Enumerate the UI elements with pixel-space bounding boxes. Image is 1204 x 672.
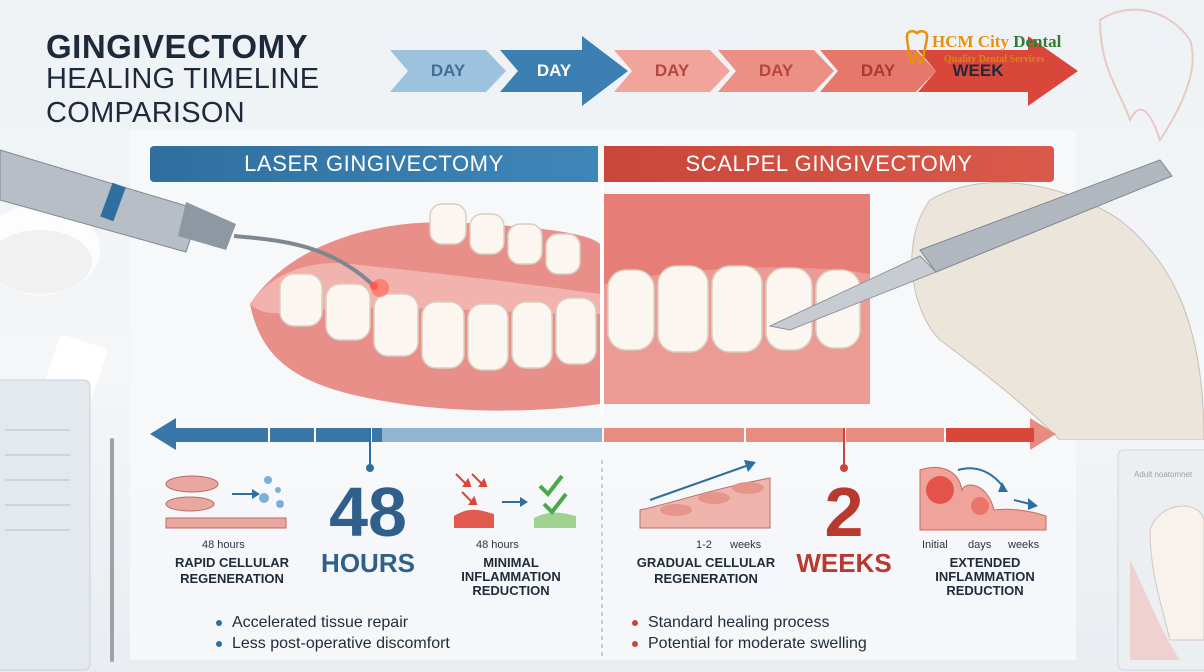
scalpel-timeline-arrow bbox=[604, 418, 1056, 472]
gradual-regeneration-icon bbox=[639, 460, 771, 529]
scalpel-right-label-3: REDUCTION bbox=[946, 583, 1024, 598]
extended-inflammation-icon bbox=[919, 467, 1047, 531]
logo-name-part2: Dental bbox=[1013, 32, 1062, 51]
laser-timeline-arrow bbox=[150, 418, 602, 472]
laser-bullet-1-text: Accelerated tissue repair bbox=[232, 614, 409, 631]
logo-tagline: Quality Dental Services bbox=[944, 54, 1045, 65]
logo-name: HCM City Dental bbox=[932, 32, 1061, 52]
chevron-shape bbox=[820, 50, 936, 92]
laser-bullet-2-text: Less post-operative discomfort bbox=[232, 635, 450, 652]
title-line-3: COMPARISON bbox=[46, 97, 246, 129]
scalpel-left-label-2: REGENERATION bbox=[654, 571, 758, 586]
timeline-chevron-5: DAY bbox=[820, 36, 936, 106]
laser-stat-number: 48 bbox=[329, 473, 407, 551]
laser-left-small: 48 hours bbox=[202, 539, 245, 551]
bullet-dot bbox=[216, 620, 222, 626]
chevron-arrow-shape bbox=[500, 36, 628, 106]
scalpel-heading: SCALPEL GINGIVECTOMY bbox=[685, 151, 973, 176]
scalpel-right-small-a: Initial bbox=[922, 539, 948, 551]
chevron-arrow-shape bbox=[918, 36, 1078, 106]
laser-handpiece-icon bbox=[0, 149, 378, 290]
scalpel-right-label-1: EXTENDED bbox=[949, 555, 1021, 570]
timeline-chevron-1: DAY bbox=[390, 36, 506, 106]
laser-right-label-2: INFLAMMATION bbox=[461, 569, 561, 584]
scalpel-stat-unit: WEEKS bbox=[796, 548, 892, 578]
teeth-illustration bbox=[250, 184, 870, 416]
laser-left-label-1: RAPID CELLULAR bbox=[174, 555, 290, 570]
timeline-label: DAY bbox=[654, 61, 690, 80]
laser-banner: LASER GINGIVECTOMY bbox=[150, 146, 598, 182]
inflammation-reduction-icon bbox=[454, 473, 576, 528]
timeline-chevron-2: DAY bbox=[500, 36, 628, 106]
timeline-label: DAY bbox=[758, 61, 794, 80]
timeline-label: DAY bbox=[860, 61, 896, 80]
timeline-chevron-4: DAY bbox=[718, 36, 834, 106]
bullet-dot bbox=[632, 620, 638, 626]
logo-name-part1: HCM City bbox=[932, 32, 1009, 51]
scalpel-left-small-a: 1-2 bbox=[696, 539, 712, 551]
laser-bullet-2: Less post-operative discomfort bbox=[216, 635, 450, 653]
laser-heading: LASER GINGIVECTOMY bbox=[244, 151, 504, 176]
chevron-shape bbox=[718, 50, 834, 92]
laser-bullet-1: Accelerated tissue repair bbox=[216, 614, 408, 632]
laser-left-label-2: REGENERATION bbox=[180, 571, 284, 586]
laser-right-label-3: REDUCTION bbox=[472, 583, 550, 598]
laser-right-label-1: MINIMAL bbox=[483, 555, 539, 570]
section-divider bbox=[601, 460, 603, 660]
timeline-chevron-3: DAY bbox=[614, 36, 730, 106]
scalpel-bullet-2: Potential for moderate swelling bbox=[632, 635, 867, 653]
scalpel-banner: SCALPEL GINGIVECTOMY bbox=[604, 146, 1054, 182]
scalpel-hand-icon bbox=[768, 159, 1204, 440]
cell-regeneration-icon bbox=[165, 475, 287, 529]
anatomy-chart-label: Adult noatomnet bbox=[1134, 470, 1193, 479]
scalpel-bullet-1: Standard healing process bbox=[632, 614, 829, 632]
scalpel-right-label-2: INFLAMMATION bbox=[935, 569, 1035, 584]
scalpel-bullet-1-text: Standard healing process bbox=[648, 614, 830, 631]
scalpel-stat-number: 2 bbox=[824, 473, 864, 551]
timeline-label: DAY bbox=[430, 61, 466, 80]
chevron-shape bbox=[614, 50, 730, 92]
scalpel-right-small-c: weeks bbox=[1008, 539, 1040, 551]
bullet-dot bbox=[216, 641, 222, 647]
timeline-chevron-6: WEEK bbox=[918, 36, 1078, 106]
timeline-label: WEEK bbox=[952, 61, 1004, 80]
title-line-1: GINGIVECTOMY bbox=[46, 28, 309, 65]
laser-stat-unit: HOURS bbox=[321, 548, 415, 578]
tooth-logo-icon bbox=[905, 30, 929, 64]
title-line-2: HEALING TIMELINE bbox=[46, 63, 320, 95]
scalpel-bullet-2-text: Potential for moderate swelling bbox=[648, 635, 867, 652]
scalpel-right-small-b: days bbox=[968, 539, 992, 551]
chevron-shape bbox=[390, 50, 506, 92]
scalpel-left-label-1: GRADUAL CELLULAR bbox=[636, 555, 776, 570]
scalpel-left-small-b: weeks bbox=[730, 539, 762, 551]
timeline-label: DAY bbox=[536, 61, 572, 80]
laser-right-small: 48 hours bbox=[476, 539, 519, 551]
bullet-dot bbox=[632, 641, 638, 647]
